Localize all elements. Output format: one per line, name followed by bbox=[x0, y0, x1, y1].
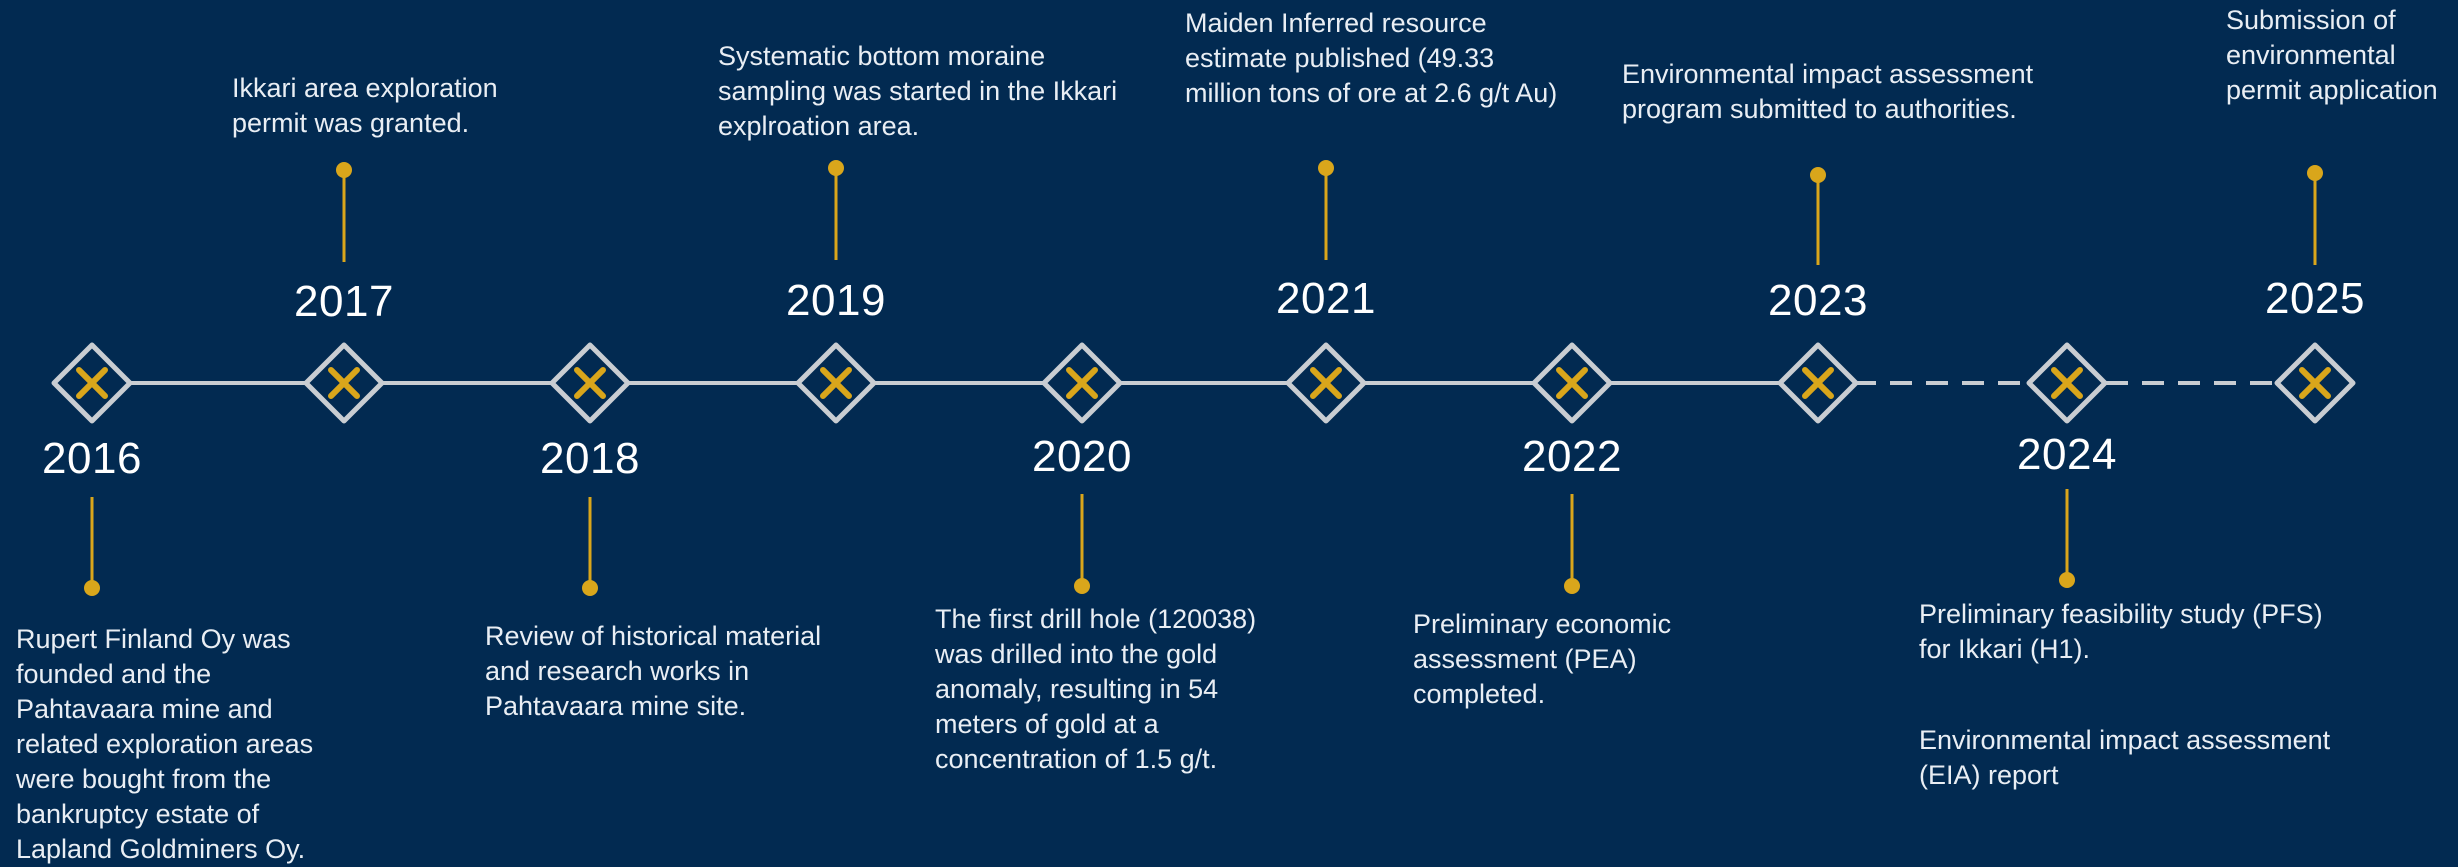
milestone-dot bbox=[84, 580, 100, 596]
year-label: 2016 bbox=[42, 434, 142, 483]
gold-x-icon bbox=[574, 367, 606, 399]
milestone-2021 bbox=[1285, 160, 1367, 424]
year-label: 2025 bbox=[2265, 274, 2365, 323]
description-text: Preliminary economic assessment (PEA) co… bbox=[1413, 609, 1672, 709]
milestone-2020 bbox=[1041, 342, 1123, 594]
year-label: 2022 bbox=[1522, 432, 1622, 481]
year-label: 2023 bbox=[1768, 276, 1868, 325]
milestone-dot bbox=[1564, 578, 1580, 594]
gold-x-icon bbox=[1802, 367, 1834, 399]
milestone-description: The first drill hole (120038) was drille… bbox=[935, 602, 1305, 777]
description-text: Review of historical material and resear… bbox=[485, 621, 822, 721]
milestone-description: Rupert Finland Oy was founded and the Pa… bbox=[16, 622, 356, 867]
milestone-description: Maiden Inferred resource estimate publis… bbox=[1185, 6, 1565, 111]
milestone-description: Submission of environmental permit appli… bbox=[2226, 3, 2458, 108]
milestone-dot bbox=[2307, 165, 2323, 181]
milestone-description: Preliminary economic assessment (PEA) co… bbox=[1413, 607, 1753, 712]
milestone-dot bbox=[828, 160, 844, 176]
gold-x-icon bbox=[820, 367, 852, 399]
year-label: 2021 bbox=[1276, 274, 1376, 323]
milestone-dot bbox=[1074, 578, 1090, 594]
milestone-dot bbox=[1810, 167, 1826, 183]
milestone-dot bbox=[1318, 160, 1334, 176]
gold-x-icon bbox=[328, 367, 360, 399]
description-text: Systematic bottom moraine sampling was s… bbox=[718, 41, 1118, 141]
description-text: Environmental impact assessment (EIA) re… bbox=[1919, 725, 2331, 790]
milestone-2017 bbox=[303, 162, 385, 424]
milestone-2024 bbox=[2026, 342, 2108, 588]
milestone-description: Ikkari area exploration permit was grant… bbox=[232, 71, 562, 141]
description-text: The first drill hole (120038) was drille… bbox=[935, 604, 1257, 774]
milestone-dot bbox=[582, 580, 598, 596]
description-text: Rupert Finland Oy was founded and the Pa… bbox=[16, 624, 314, 864]
milestone-description: Environmental impact assessment program … bbox=[1622, 57, 2122, 127]
year-label: 2020 bbox=[1032, 432, 1132, 481]
gold-x-icon bbox=[1066, 367, 1098, 399]
milestone-description: Preliminary feasibility study (PFS) for … bbox=[1919, 597, 2339, 793]
description-text: Submission of environmental permit appli… bbox=[2226, 5, 2438, 105]
milestone-dot bbox=[2059, 572, 2075, 588]
description-text: Maiden Inferred resource estimate publis… bbox=[1185, 8, 1558, 108]
year-label: 2018 bbox=[540, 434, 640, 483]
milestone-description: Review of historical material and resear… bbox=[485, 619, 845, 724]
milestone-2019 bbox=[795, 160, 877, 424]
description-text: Preliminary feasibility study (PFS) for … bbox=[1919, 599, 2323, 664]
year-label: 2019 bbox=[786, 276, 886, 325]
gold-x-icon bbox=[1556, 367, 1588, 399]
milestone-dot bbox=[336, 162, 352, 178]
gold-x-icon bbox=[2299, 367, 2331, 399]
year-label: 2024 bbox=[2017, 430, 2117, 479]
milestone-2016 bbox=[51, 342, 133, 596]
year-label: 2017 bbox=[294, 277, 394, 326]
milestone-2025 bbox=[2274, 165, 2356, 424]
description-text: Environmental impact assessment program … bbox=[1622, 59, 2034, 124]
gold-x-icon bbox=[76, 367, 108, 399]
milestone-2023 bbox=[1777, 167, 1859, 424]
milestone-description: Systematic bottom moraine sampling was s… bbox=[718, 39, 1118, 144]
gold-x-icon bbox=[2051, 367, 2083, 399]
milestone-2018 bbox=[549, 342, 631, 596]
milestone-2022 bbox=[1531, 342, 1613, 594]
description-text: Ikkari area exploration permit was grant… bbox=[232, 73, 498, 138]
gold-x-icon bbox=[1310, 367, 1342, 399]
